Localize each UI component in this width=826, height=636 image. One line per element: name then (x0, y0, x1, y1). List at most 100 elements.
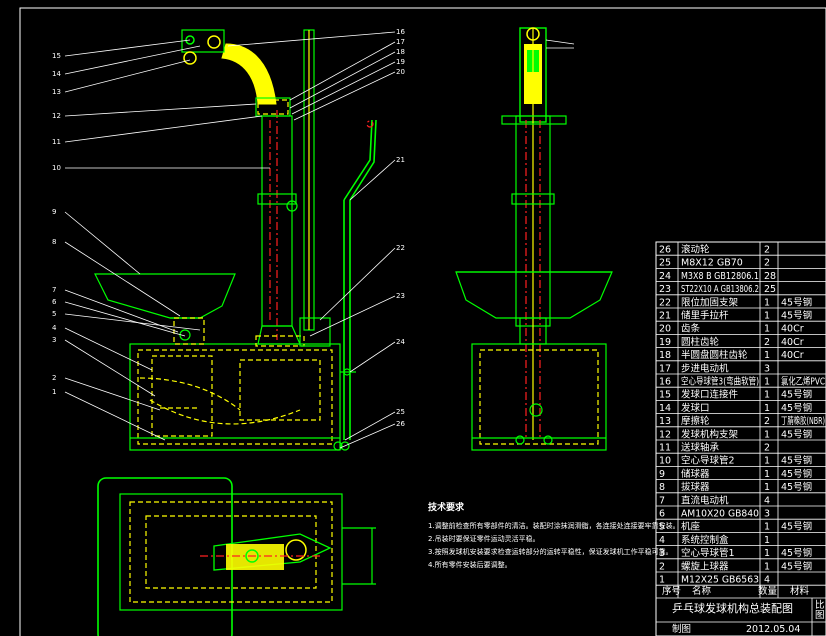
bom-cell-no: 24 (659, 271, 671, 282)
bom-cell-no: 11 (659, 443, 671, 454)
bom-cell-qty: 1 (764, 377, 770, 388)
bom-cell-name: 滚动轮 (681, 244, 710, 256)
leader-label: 1 (52, 388, 56, 396)
bom-cell-name: 齿条 (681, 323, 701, 335)
bom-cell-mat: 丁腈橡胶(NBR) (781, 415, 825, 427)
bom-cell-mat: 45号钢 (781, 389, 812, 401)
notes-line: 3.按照发球机安装要求检查运转部分的运转平稳性，保证发球机工作平稳可靠。 (428, 547, 673, 556)
leader-label: 20 (396, 68, 405, 76)
bom-cell-mat: 45号钢 (781, 310, 812, 322)
bom-header-name: 名称 (692, 585, 712, 597)
bom-cell-no: 26 (659, 245, 671, 256)
leader-label: 11 (52, 138, 61, 146)
bom-cell-no: 14 (659, 403, 671, 414)
bom-cell-no: 25 (659, 258, 671, 269)
bom-cell-qty: 1 (764, 469, 770, 480)
bom-cell-name: 发球口连接件 (681, 389, 739, 401)
bom-cell-qty: 1 (764, 390, 770, 401)
leader-label: 25 (396, 408, 405, 416)
leader-label: 23 (396, 292, 405, 300)
leader-label: 12 (52, 112, 61, 120)
bom-cell-mat: 45号钢 (781, 560, 812, 572)
bom-cell-no: 8 (659, 482, 665, 493)
bom-cell-no: 10 (659, 456, 671, 467)
bom-cell-qty: 1 (764, 456, 770, 467)
bom-cell-name: 直流电动机 (681, 494, 729, 506)
leader-label: 4 (52, 324, 57, 332)
drawing-title: 乒乓球发球机构总装配图 (672, 601, 793, 615)
bom-cell-qty: 3 (764, 363, 770, 374)
bom-cell-name: AM10X20 GB840 (681, 509, 759, 520)
bom-cell-name: ST22X10 A GB13806.2 (681, 284, 759, 295)
bom-cell-qty: 4 (764, 495, 770, 506)
leader-label: 19 (396, 58, 405, 66)
bom-cell-qty: 1 (764, 561, 770, 572)
leader-label: 26 (396, 420, 405, 428)
leader-label: 24 (396, 338, 405, 346)
bom-cell-no: 4 (659, 535, 665, 546)
bom-grid (656, 242, 826, 636)
bom-cell-name: 机座 (681, 521, 701, 533)
bom-cell-qty: 1 (764, 297, 770, 308)
bom-cell-no: 15 (659, 390, 671, 401)
bom-cell-mat: 45号钢 (781, 455, 812, 467)
bom-cell-name: 储球器 (681, 468, 710, 480)
bom-cell-name: M8X12 GB70 (681, 258, 743, 269)
bom-cell-no: 21 (659, 311, 671, 322)
bom-cell-name: M3X8 B GB12806.1 (681, 271, 759, 282)
notes-line: 1.调整前检查所有零部件的清洁。装配时涂抹润滑脂，各连接处连接要牢靠安装。 (428, 521, 680, 530)
drawing-border (19, 7, 826, 636)
leader-label: 15 (52, 52, 61, 60)
bom-cell-qty: 1 (764, 548, 770, 559)
leader-label: 13 (52, 88, 61, 96)
bom-cell-qty: 1 (764, 522, 770, 533)
bom-cell-name: 送球轴承 (681, 442, 720, 454)
bom-cell-qty: 2 (764, 416, 770, 427)
bom-cell-no: 6 (659, 509, 665, 520)
leader-label: 9 (52, 208, 56, 216)
leaders-right: 16 17 18 19 20 21 22 23 24 25 26 (227, 28, 405, 449)
bom-cell-mat: 45号钢 (781, 547, 812, 559)
bom-cell-mat: 45号钢 (781, 428, 812, 440)
bom-cell-name: 摩擦轮 (681, 415, 710, 427)
bom-cell-mat: 45号钢 (781, 468, 812, 480)
front-view (94, 29, 377, 451)
leader-labels-left: 15 14 13 12 11 10 9 8 7 6 5 4 3 2 1 (52, 52, 61, 396)
bom-cell-no: 3 (659, 548, 665, 559)
bom-cell-name: 空心导球管3(弯曲软管) (681, 376, 759, 388)
leader-label: 17 (396, 38, 405, 46)
bom-cell-mat: 氯化乙烯PVC (781, 376, 825, 388)
drawn-label: 制图 (672, 623, 691, 635)
bom-cell-no: 23 (659, 284, 671, 295)
bom-cell-qty: 2 (764, 245, 770, 256)
leader-label: 7 (52, 286, 56, 294)
leader-label: 21 (396, 156, 405, 164)
bom-cell-mat: 40Cr (781, 324, 804, 335)
bom-cell-no: 19 (659, 337, 671, 348)
bom-cell-qty: 2 (764, 337, 770, 348)
technical-notes: 技术要求 1.调整前检查所有零部件的清洁。装配时涂抹润滑脂，各连接处连接要牢靠安… (428, 501, 680, 569)
bom-cell-mat: 45号钢 (781, 402, 812, 414)
sheet-label: 图 (815, 610, 825, 621)
leader-label: 6 (52, 298, 57, 306)
bom-cell-no: 5 (659, 522, 665, 533)
bom-cell-name: 拔球器 (681, 481, 710, 493)
leader-label: 3 (52, 336, 56, 344)
bom-cell-qty: 1 (764, 482, 770, 493)
bom-cell-name: 螺旋上球器 (681, 560, 729, 572)
bom-cell-name: 空心导球管2 (681, 455, 735, 467)
top-view (97, 477, 376, 636)
bom-cell-name: 空心导球管1 (681, 547, 735, 559)
bom-cell-qty: 1 (764, 311, 770, 322)
bom-cell-qty: 2 (764, 258, 770, 269)
bom-cell-no: 9 (659, 469, 665, 480)
leader-label: 8 (52, 238, 56, 246)
bom-cell-no: 2 (659, 561, 665, 572)
bom-cell-mat: 45号钢 (781, 296, 812, 308)
bom-cell-name: 储里手拉杆 (681, 310, 729, 322)
bom-cell-name: M12X25 GB6563 (681, 575, 759, 586)
leader-label: 22 (396, 244, 405, 252)
bom-cell-qty: 1 (764, 535, 770, 546)
bom-cell-qty: 2 (764, 443, 770, 454)
